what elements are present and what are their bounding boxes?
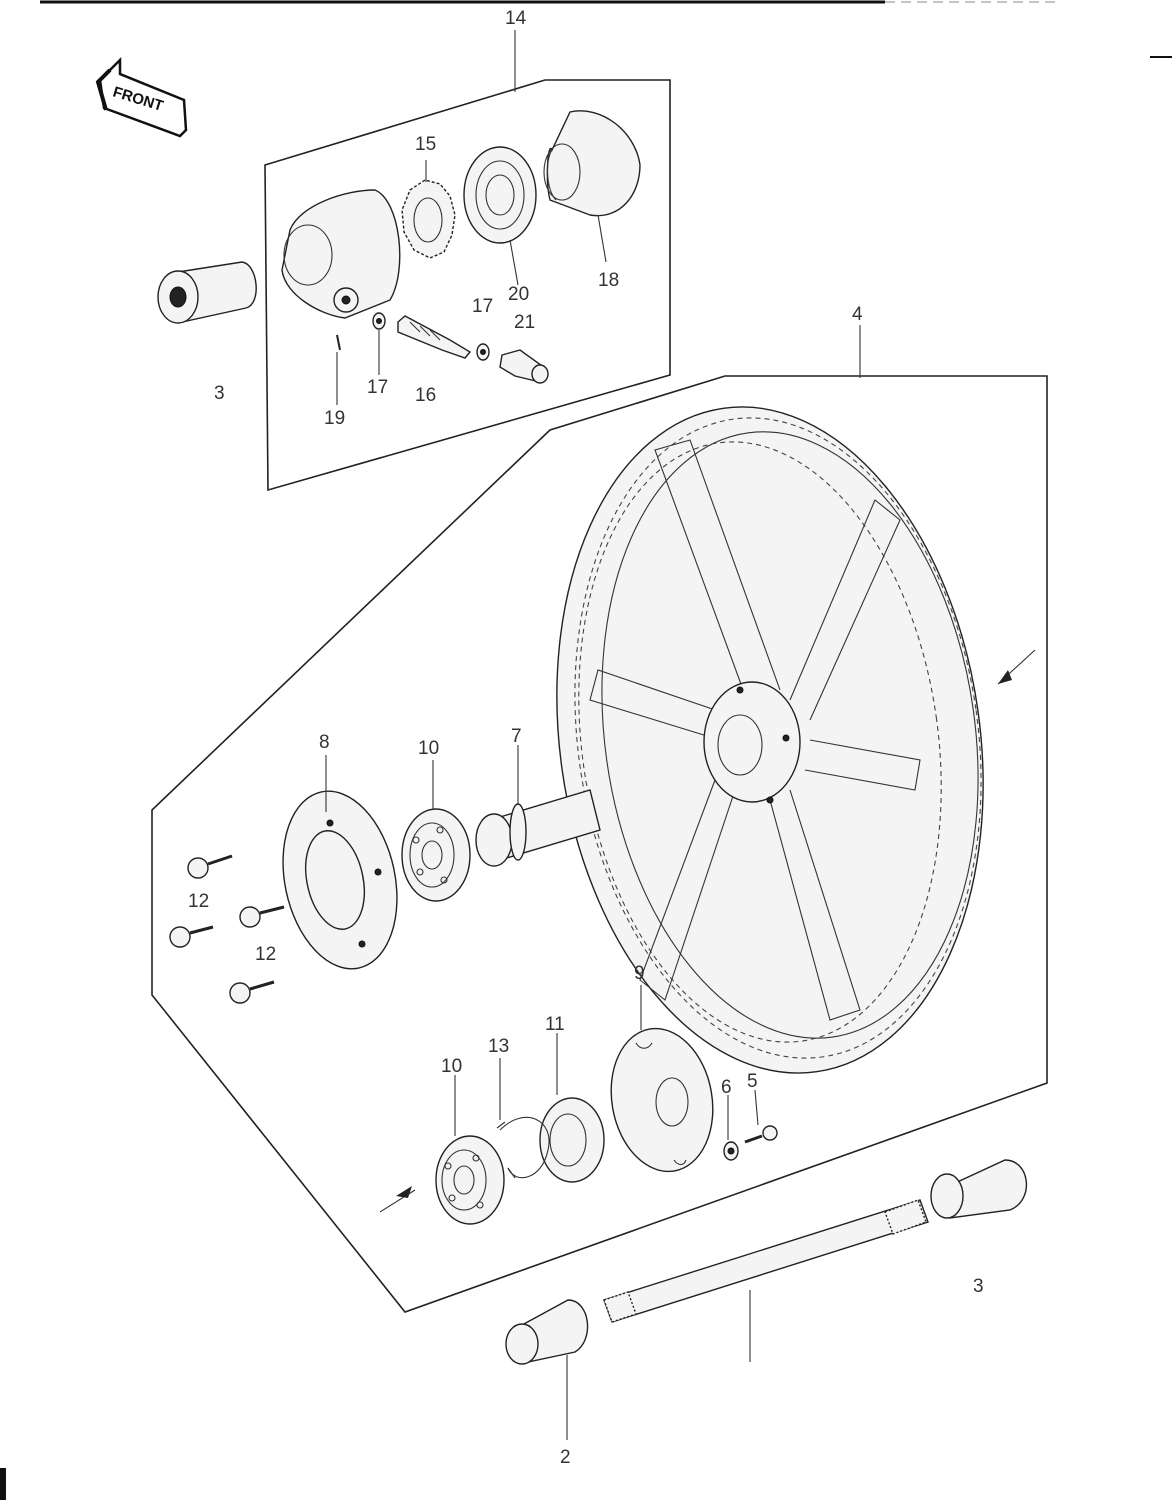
front-arrow-icon: FRONT [95,56,188,138]
hub-spacer-7 [475,789,601,867]
cast-wheel-4 [556,406,1036,1074]
bushing-21 [499,349,549,384]
washer-17a [372,312,386,330]
plate-9 [610,1027,714,1173]
washer-6 [723,1141,739,1161]
callout-14: 14 [505,8,527,29]
callout-5: 5 [747,1071,758,1092]
callout-15: 15 [415,134,436,155]
bolt-12b [169,925,214,948]
callout-leaders [325,160,759,1140]
callout-20: 20 [508,284,529,305]
callout-11: 11 [545,1014,565,1035]
wheel-assembly-box [151,325,1048,1313]
callout-10a: 10 [418,738,439,759]
callout-16: 16 [415,385,436,406]
washer-17b [476,343,490,361]
callout-4: 4 [852,304,863,325]
callout-6: 6 [721,1077,732,1098]
callout-2: 2 [560,1447,571,1468]
plate-8 [282,790,398,970]
callout-8: 8 [319,732,330,753]
callout-12a: 12 [188,891,209,912]
gear-housing [281,189,401,319]
speedometer-pinion-16 [397,315,472,359]
callout-3a: 3 [214,383,225,404]
circlip-13 [496,1117,550,1179]
callout-3b: 3 [973,1276,984,1297]
callout-13: 13 [488,1036,509,1057]
callout-10b: 10 [441,1056,462,1077]
callout-17b: 17 [367,377,388,398]
callout-12b: 12 [255,944,276,965]
callout-7: 7 [511,726,522,747]
speedometer-gear-assembly-box [264,30,671,492]
bearing-10-lower [379,1135,505,1225]
oil-seal-20 [463,146,537,244]
callout-17a: 17 [472,296,493,317]
speedometer-gear-15 [401,179,456,259]
callout-21: 21 [514,312,535,333]
collar-2 [505,1299,589,1440]
callout-19: 19 [324,408,345,429]
bearing-10-upper [401,808,471,902]
oil-seal-11 [539,1097,605,1183]
callout-18: 18 [598,270,619,291]
gear-cover-18 [543,110,641,217]
callout-9: 9 [634,963,645,984]
collar-3-bottom [930,1159,1027,1219]
bolt-12c [239,905,285,928]
collar-3-top [157,261,257,324]
pin-19 [336,334,341,351]
bolt-12a [187,854,233,879]
bolt-12d [229,980,275,1004]
axle-shaft [603,1199,929,1362]
bolt-5 [744,1125,778,1144]
